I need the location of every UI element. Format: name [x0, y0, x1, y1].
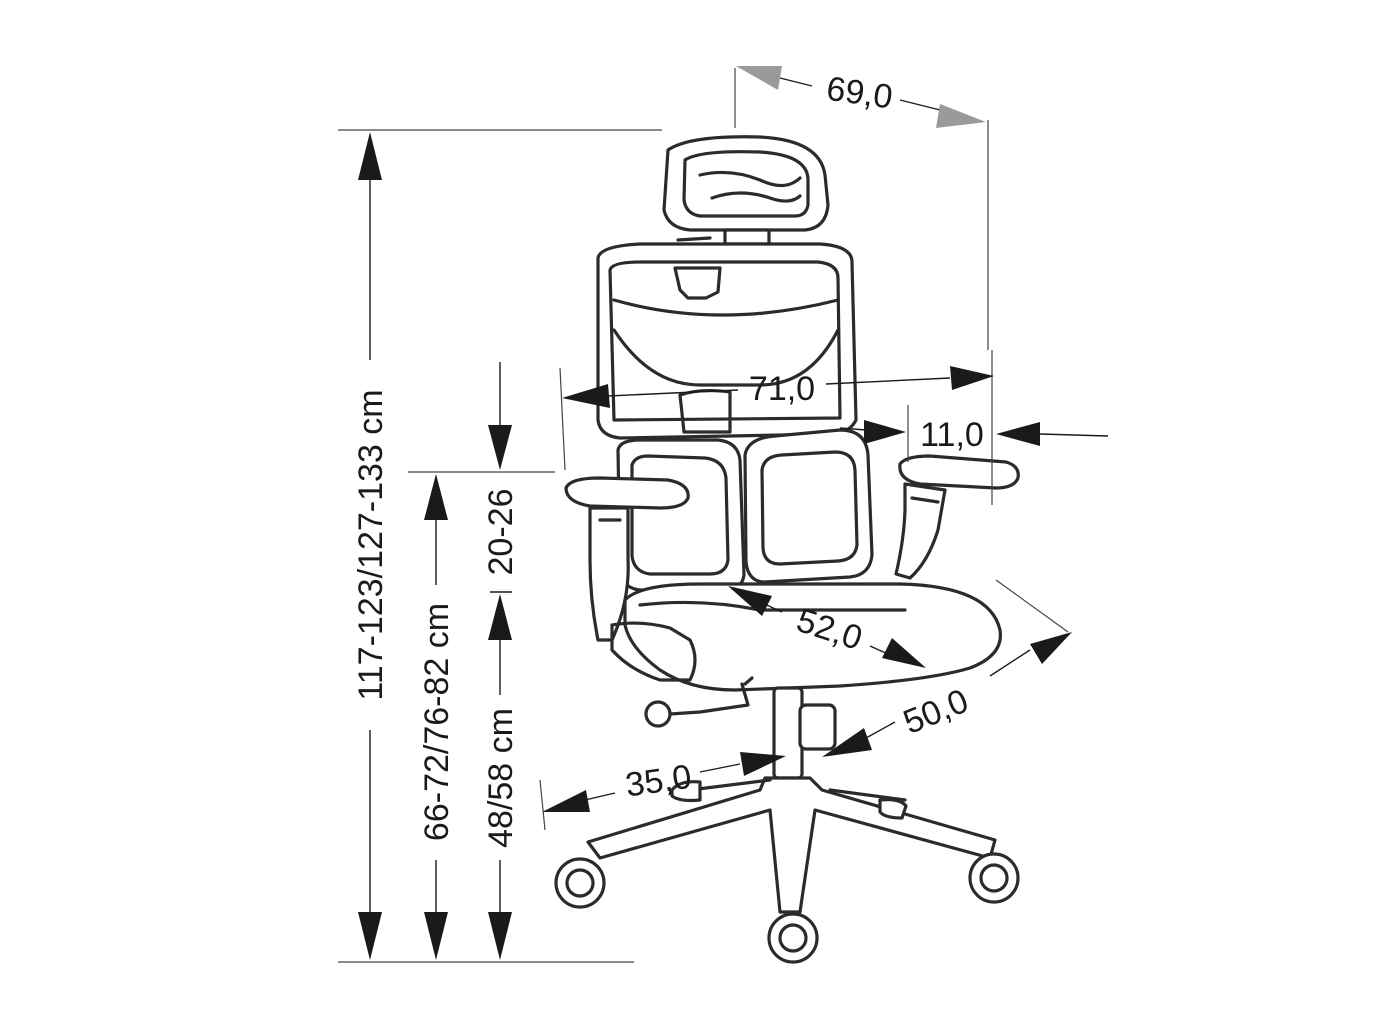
- armrest-right: [894, 454, 1020, 580]
- label-depth-total: 69,0: [824, 70, 895, 117]
- armrest-left: [564, 476, 690, 642]
- label-armrest-offset: 11,0: [920, 416, 984, 454]
- headrest: [662, 135, 830, 246]
- label-base-radius: 35,0: [623, 758, 694, 805]
- label-total-height: 117-123/127-133 cm: [352, 389, 390, 700]
- backrest: [596, 242, 858, 440]
- label-armrest-height: 66-72/76-82 cm: [418, 603, 456, 841]
- casters: [554, 852, 1020, 964]
- label-seat-height: 48/58 cm: [482, 708, 520, 848]
- dimension-labels: 117-123/127-133 cm 66-72/76-82 cm 48/58 …: [352, 70, 984, 848]
- lumbar-support: [616, 428, 874, 592]
- label-seat-width: 50,0: [898, 682, 974, 742]
- label-backrest-adjust: 20-26: [482, 489, 520, 576]
- chair-outline: [554, 135, 1020, 964]
- star-base: [586, 776, 997, 914]
- dimension-lines: [338, 66, 1109, 963]
- label-width-total: 71,0: [749, 370, 815, 408]
